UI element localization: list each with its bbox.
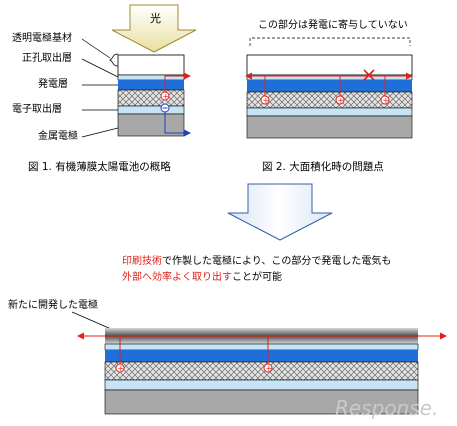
fig3-current-arrows: + + bbox=[77, 332, 447, 373]
fig2-current-arrows: + + + bbox=[245, 72, 413, 105]
fig2-blocked-mark bbox=[363, 69, 375, 81]
svg-text:+: + bbox=[118, 364, 125, 373]
layer-label-electron-extraction: 電子取出層 bbox=[12, 104, 62, 115]
description-text-1: で作製した電極により、この部分で発電した電気も bbox=[162, 256, 392, 267]
fig1-layer-stack bbox=[117, 54, 185, 137]
svg-text:+: + bbox=[338, 96, 345, 105]
description-line-1: 印刷技術で作製した電極により、この部分で発電した電気も bbox=[122, 256, 391, 268]
description-highlight-1: 印刷技術 bbox=[122, 256, 162, 267]
svg-text:+: + bbox=[163, 92, 170, 101]
description-line-2: 外部へ効率よく取り出すことが可能 bbox=[122, 272, 282, 284]
layer-label-substrate: 透明電極基材 bbox=[12, 33, 72, 44]
fig2-note: この部分は発電に寄与していない bbox=[258, 20, 408, 31]
light-label: 光 bbox=[150, 11, 161, 25]
svg-text:+: + bbox=[266, 364, 273, 373]
fig1-caption: 図 1. 有機薄膜太陽電池の概略 bbox=[28, 161, 171, 173]
fig1-hole-path: + bbox=[160, 72, 191, 101]
layer-label-hole-extraction: 正孔取出層 bbox=[22, 53, 72, 64]
fig3-label: 新たに開発した電極 bbox=[8, 300, 98, 311]
fig2-caption: 図 2. 大面積化時の問題点 bbox=[262, 161, 384, 173]
response-watermark: Response. bbox=[335, 396, 439, 420]
layer-label-active: 発電層 bbox=[38, 79, 68, 90]
substrate-bracket bbox=[109, 53, 119, 67]
fig1-light-arrow: 光 bbox=[111, 4, 197, 53]
description-text-2: ことが可能 bbox=[232, 272, 282, 283]
fig2-layer-stack bbox=[246, 54, 413, 139]
fig1-leader-lines bbox=[81, 38, 119, 138]
description-highlight-2: 外部へ効率よく取り出す bbox=[122, 272, 232, 283]
fig2-region-bracket bbox=[249, 37, 411, 46]
fig1-electron-path bbox=[160, 103, 191, 137]
svg-text:+: + bbox=[383, 96, 390, 105]
fig3-layer-stack bbox=[104, 328, 419, 415]
transition-arrow bbox=[227, 183, 333, 241]
layer-label-metal-electrode: 金属電極 bbox=[38, 131, 78, 142]
svg-text:+: + bbox=[263, 96, 270, 105]
